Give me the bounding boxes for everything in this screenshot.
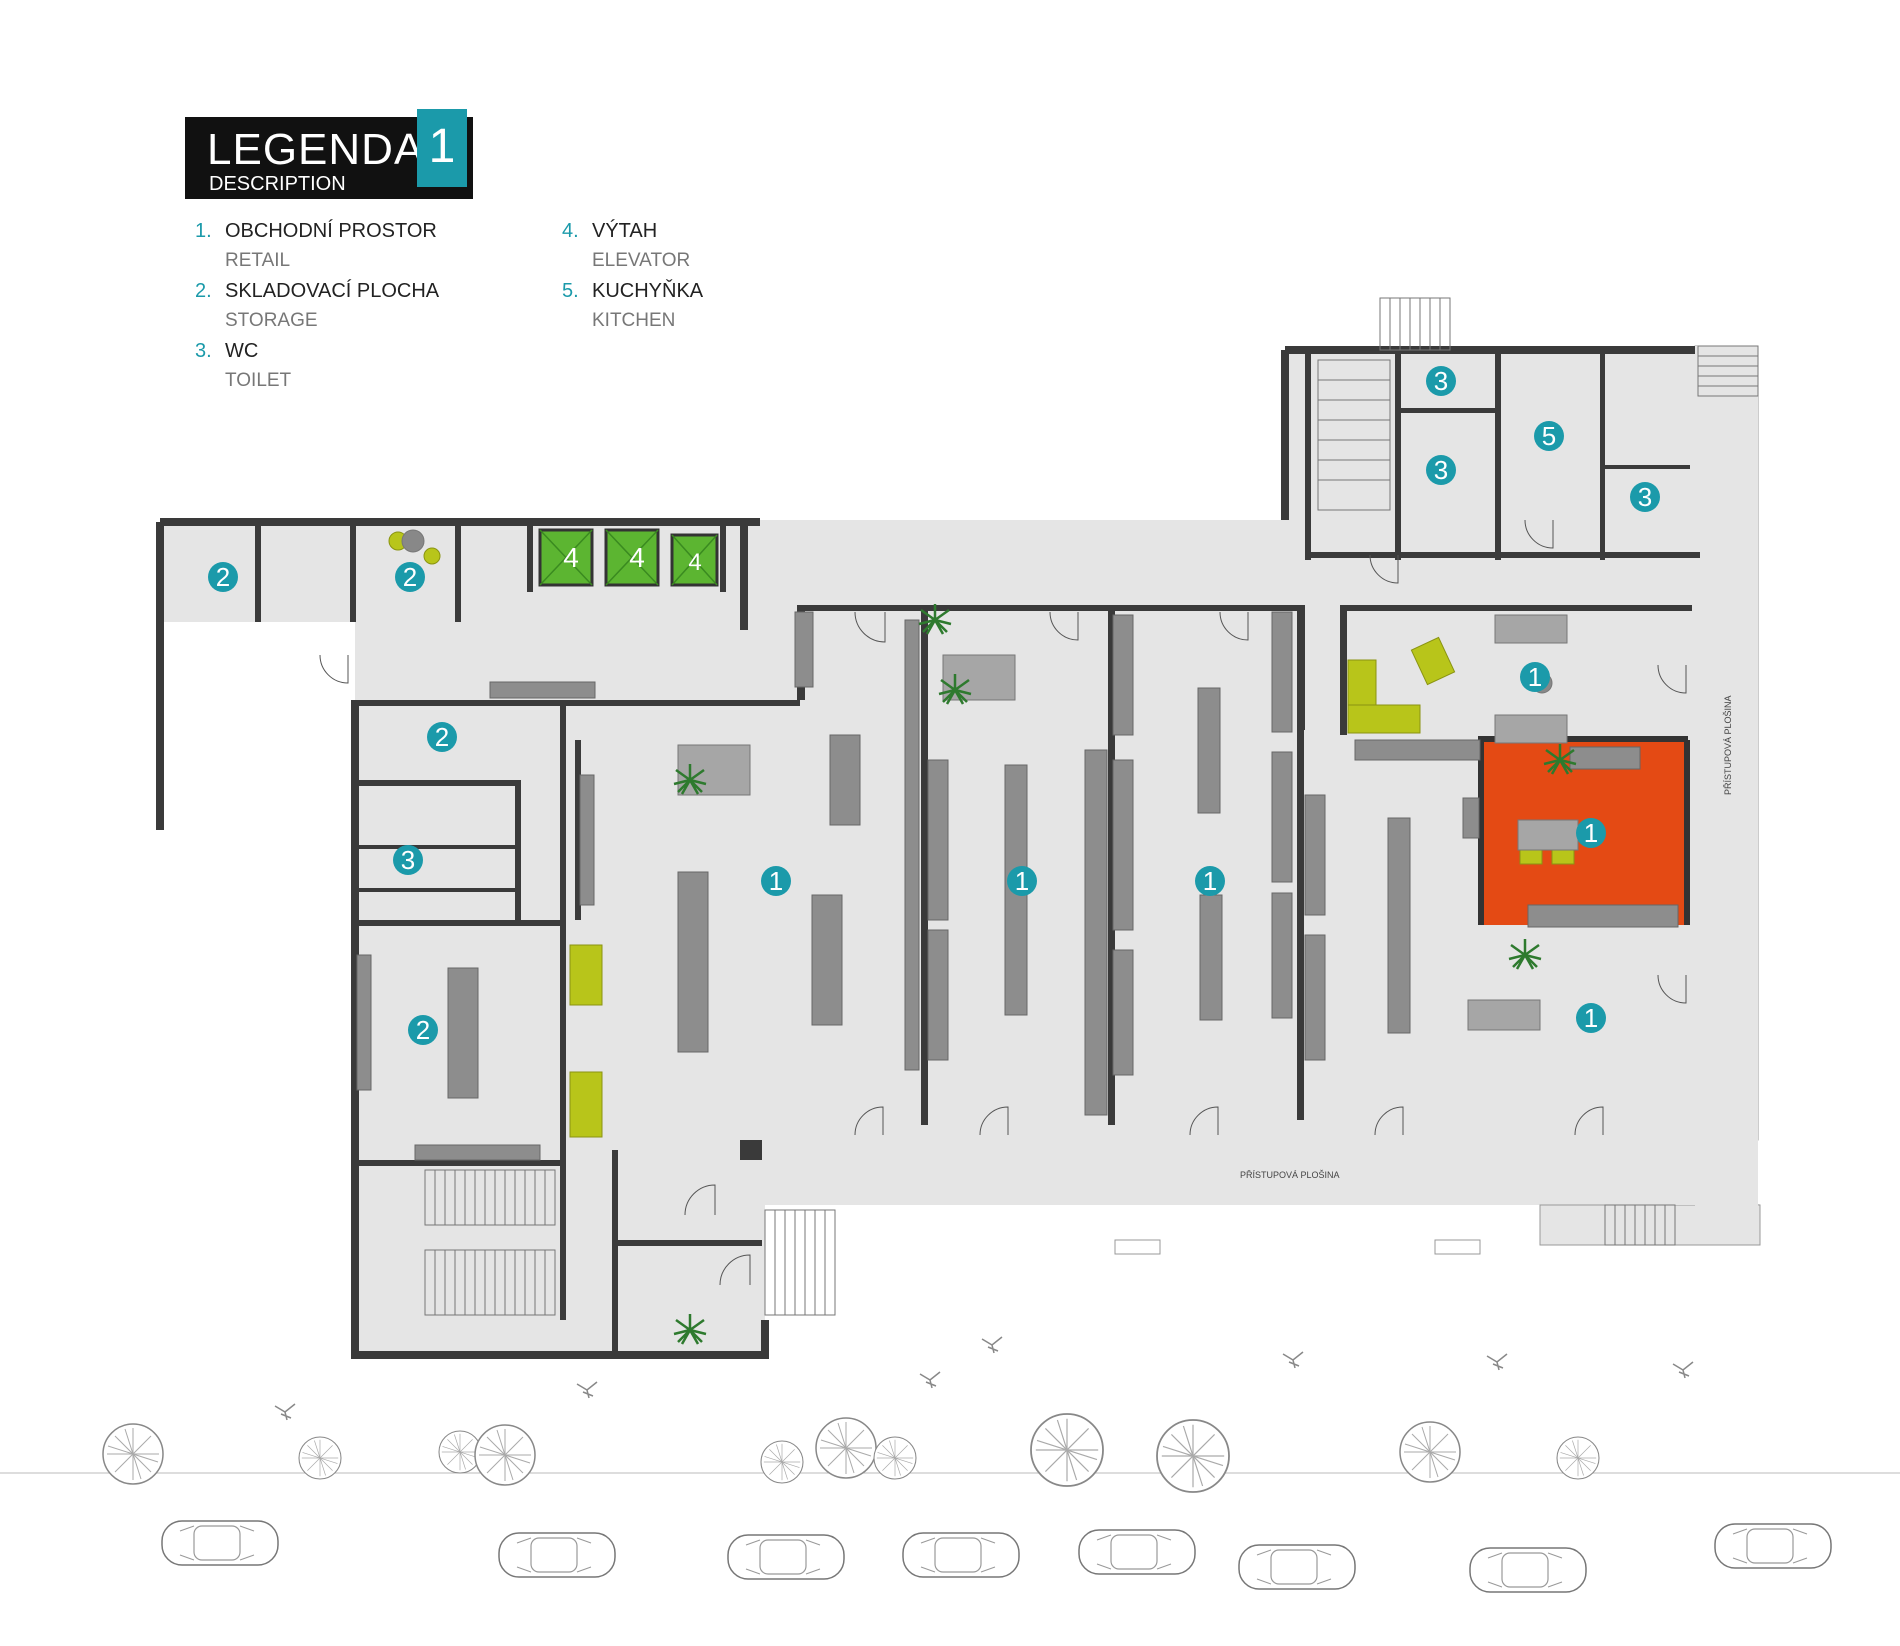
legend-item-number: 1.: [195, 220, 212, 242]
legend-item-translation: RETAIL: [225, 250, 291, 271]
legend-subtitle: DESCRIPTION: [209, 173, 346, 195]
area-marker-kitchen: 5: [1534, 421, 1564, 451]
svg-text:2: 2: [416, 1015, 430, 1045]
legend-item-number: 5.: [562, 280, 579, 302]
north-core-floor: [1285, 350, 1695, 560]
area-marker-retail: 1: [761, 866, 791, 896]
legend-item-translation: ELEVATOR: [592, 250, 691, 271]
svg-text:2: 2: [403, 562, 417, 592]
car-icon: [161, 1520, 1832, 1593]
svg-text:4: 4: [563, 542, 579, 573]
area-marker-wc-west: 3: [393, 845, 423, 875]
area-marker-elevator: 4: [688, 549, 701, 576]
tree-icon: [102, 1413, 1600, 1493]
svg-text:2: 2: [216, 562, 230, 592]
access-platform-side: [1695, 346, 1758, 1206]
area-marker-retail: 1: [1576, 818, 1606, 848]
area-marker-elevator: 4: [629, 542, 645, 573]
platform-label-side: PŘÍSTUPOVÁ PLOŠINA: [1723, 695, 1733, 795]
access-platform-bottom: [760, 1140, 1758, 1205]
legend-item-label: KUCHYŇKA: [592, 280, 704, 302]
legend-item-label: WC: [225, 340, 259, 362]
door-swing-icon: [319, 519, 1687, 1286]
platform-label-bottom: PŘÍSTUPOVÁ PLOŠINA: [1240, 1170, 1340, 1180]
area-marker-storage-north: 2: [395, 562, 425, 592]
legend-item-number: 4.: [562, 220, 579, 242]
svg-text:3: 3: [1434, 366, 1448, 396]
svg-text:5: 5: [1542, 421, 1556, 451]
legend-item-translation: STORAGE: [225, 310, 318, 331]
area-marker-retail: 1: [1007, 866, 1037, 896]
legend-item-translation: KITCHEN: [592, 310, 676, 331]
legend-item-translation: TOILET: [225, 370, 292, 391]
area-markers: 2 2 2 2 4 4 4 3 1 1 1 1 1 1 1 3 3 5 3: [208, 366, 1660, 1045]
legend-item-label: SKLADOVACÍ PLOCHA: [225, 280, 440, 302]
svg-text:1: 1: [1584, 818, 1598, 848]
legend-header: LEGENDA DESCRIPTION 1: [185, 109, 473, 199]
svg-text:4: 4: [629, 542, 645, 573]
legend-item-number: 3.: [195, 340, 212, 362]
svg-text:3: 3: [401, 845, 415, 875]
area-marker-wc-north: 3: [1426, 455, 1456, 485]
svg-text:1: 1: [1584, 1003, 1598, 1033]
svg-text:1: 1: [1203, 866, 1217, 896]
area-marker-retail: 1: [1195, 866, 1225, 896]
shelving: [356, 611, 1679, 1161]
svg-text:3: 3: [1434, 455, 1448, 485]
area-marker-storage-mid: 2: [427, 722, 457, 752]
stairs-icon: [424, 297, 1759, 1316]
bench-icon: [1114, 1239, 1481, 1255]
area-marker-retail: 1: [1576, 1003, 1606, 1033]
legend-number: 1: [428, 120, 456, 173]
area-marker-wc-northeast: 3: [1630, 482, 1660, 512]
area-marker-storage-west: 2: [208, 562, 238, 592]
legend-item-label: VÝTAH: [592, 220, 658, 242]
svg-text:1: 1: [1015, 866, 1029, 896]
svg-text:3: 3: [1638, 482, 1652, 512]
area-marker-storage-south: 2: [408, 1015, 438, 1045]
svg-text:1: 1: [769, 866, 783, 896]
area-marker-wc-north: 3: [1426, 366, 1456, 396]
yellow-furniture: [388, 531, 1575, 1138]
area-marker-retail: 1: [1520, 662, 1550, 692]
legend-number-badge: 1: [417, 109, 467, 187]
area-marker-elevator: 4: [563, 542, 579, 573]
legend-title: LEGENDA: [207, 125, 425, 174]
legend-item-label: OBCHODNÍ PROSTOR: [225, 220, 437, 242]
svg-text:1: 1: [1528, 662, 1542, 692]
svg-text:2: 2: [435, 722, 449, 752]
legend-item-number: 2.: [195, 280, 212, 302]
elevators: [538, 528, 719, 587]
svg-text:4: 4: [688, 549, 701, 576]
